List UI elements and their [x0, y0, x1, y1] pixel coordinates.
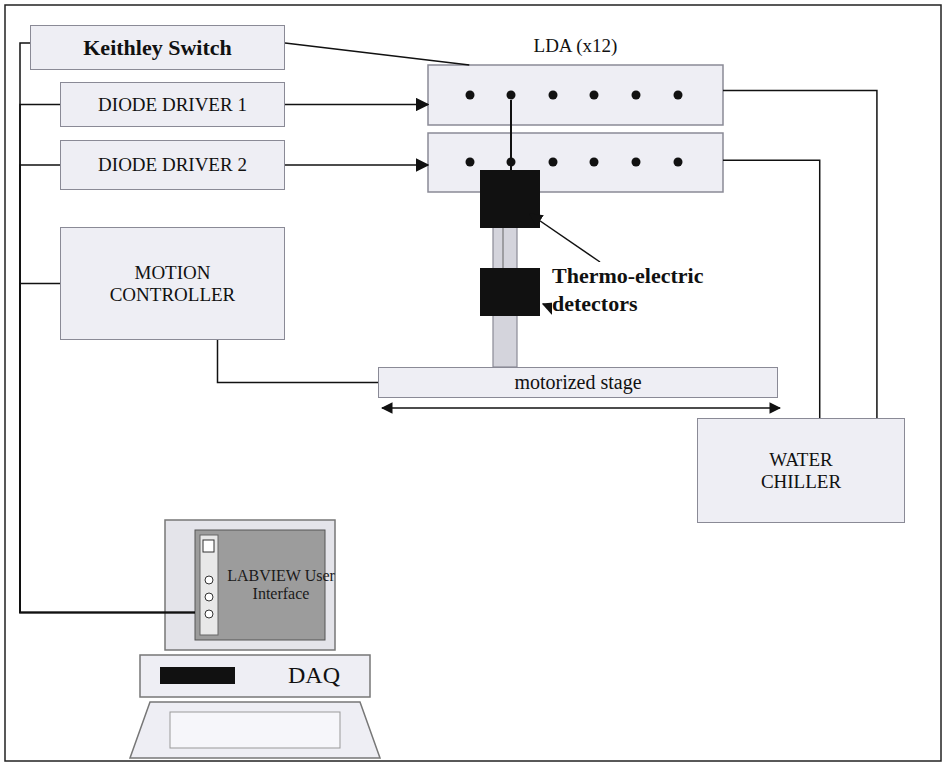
laser-diode-array: LDA (x12)	[428, 65, 723, 192]
leader-arrow	[543, 304, 548, 306]
monitor-screen: LABVIEW User Interface	[195, 530, 341, 640]
node-label: MOTION CONTROLLER	[98, 262, 248, 306]
node-label: motorized stage	[514, 371, 641, 394]
lda-panel	[428, 133, 723, 192]
monitor-body	[165, 520, 335, 650]
node-label: LABVIEW User Interface	[221, 567, 341, 604]
frame	[5, 5, 941, 761]
diode-emitter	[590, 91, 599, 100]
connector	[285, 104, 428, 106]
screen-button	[205, 610, 213, 618]
driver-box: DIODE DRIVER 1	[60, 82, 285, 127]
diode-emitter	[632, 158, 641, 167]
computer-base: DAQ	[140, 655, 370, 697]
switch-box: Keithley Switch	[30, 25, 285, 70]
node-label: DAQ	[288, 662, 340, 690]
detector-post	[503, 228, 504, 268]
node-label: DIODE DRIVER 1	[98, 94, 247, 116]
connector	[285, 164, 428, 166]
diode-emitter	[674, 91, 683, 100]
array-heading: LDA (x12)	[428, 35, 723, 57]
keyboard-keys	[170, 712, 340, 748]
keyboard	[130, 702, 380, 758]
controller-box: MOTION CONTROLLER	[60, 227, 285, 340]
leader-arrow	[530, 214, 600, 262]
diode-emitter	[507, 91, 516, 100]
diode-emitter	[549, 91, 558, 100]
connector	[218, 340, 379, 383]
diode-emitter	[674, 158, 683, 167]
diode-emitter	[590, 158, 599, 167]
thermo-electric-detector	[480, 268, 540, 316]
driver-box: DIODE DRIVER 2	[60, 140, 285, 190]
node-label: Keithley Switch	[83, 35, 232, 60]
screen-toolbar	[200, 535, 218, 635]
thermo-electric-detector	[480, 170, 540, 228]
screen-button	[205, 593, 213, 601]
diode-emitter	[466, 91, 475, 100]
travel-arrow	[382, 407, 780, 408]
computer-base	[140, 655, 370, 697]
chiller-box: WATER CHILLER	[697, 418, 905, 523]
diode-emitter	[632, 91, 641, 100]
node-label: DIODE DRIVER 2	[98, 154, 247, 176]
drive-slot	[160, 667, 235, 684]
detector-label: Thermo-electric detectors	[552, 262, 752, 317]
diode-emitter	[549, 158, 558, 167]
detector-stem	[510, 100, 512, 170]
stage-box: motorized stage	[378, 367, 778, 398]
diode-emitter	[466, 158, 475, 167]
connector	[285, 43, 469, 65]
screen-icon	[203, 540, 214, 552]
screen-button	[205, 576, 213, 584]
lda-panel	[428, 65, 723, 125]
diode-emitters	[466, 91, 683, 167]
node-label: WATER CHILLER	[741, 449, 861, 493]
